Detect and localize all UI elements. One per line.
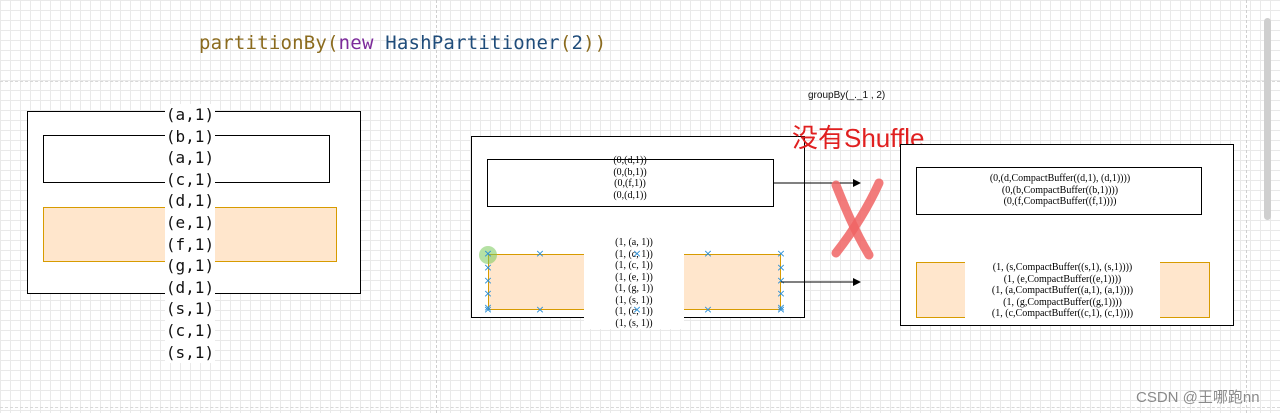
resize-handle[interactable]: × bbox=[483, 287, 493, 300]
grouped-partition-1-record: (1, (c,CompactBuffer((c,1), (c,1)))) bbox=[991, 308, 1134, 319]
source-record: (b,1) bbox=[164, 125, 216, 148]
source-record: (e,1) bbox=[164, 211, 216, 234]
title-class: HashPartitioner bbox=[373, 32, 560, 54]
partition-1-record: (1, (c, 1)) bbox=[615, 248, 653, 260]
scrollbar-thumb[interactable] bbox=[1264, 18, 1271, 220]
resize-handle[interactable]: × bbox=[483, 303, 493, 316]
source-record: (c,1) bbox=[164, 168, 216, 191]
guide-line-vertical bbox=[436, 0, 437, 413]
resize-handle[interactable]: × bbox=[776, 301, 786, 314]
source-record: (d,1) bbox=[164, 276, 216, 299]
partition-1-record: (1, (g, 1)) bbox=[614, 283, 654, 294]
resize-handle[interactable]: × bbox=[776, 261, 786, 274]
grouped-partition-0-records: (0,(d,CompactBuffer((d,1), (d,1))))(0,(b… bbox=[940, 173, 1180, 208]
title-paren: )) bbox=[583, 32, 607, 54]
grouped-partition-1-records: (1, (s,CompactBuffer((s,1), (s,1))))(1, … bbox=[965, 262, 1160, 320]
partition-0-record: (0,(d,1)) bbox=[613, 189, 647, 201]
guide-line-vertical bbox=[1246, 0, 1247, 413]
grouped-partition-1-record: (1, (e,CompactBuffer((e,1)))) bbox=[1003, 273, 1122, 285]
resize-handle[interactable]: × bbox=[632, 247, 642, 260]
resize-handle[interactable]: × bbox=[483, 301, 493, 314]
title-paren: ( bbox=[327, 32, 339, 54]
grouped-partition-0-record: (0,(f,CompactBuffer((f,1)))) bbox=[1003, 196, 1117, 207]
partition-1-record: (1, (c, 1)) bbox=[615, 260, 653, 271]
resize-handle[interactable]: × bbox=[776, 287, 786, 300]
resize-handle[interactable]: × bbox=[703, 247, 713, 260]
partition-1-record: (1, (c, 1)) bbox=[615, 306, 653, 317]
guide-line-horizontal bbox=[0, 407, 1280, 408]
resize-handle[interactable]: × bbox=[483, 261, 493, 274]
source-record: (g,1) bbox=[164, 255, 216, 277]
partition-1-record: (1, (a, 1)) bbox=[615, 237, 653, 248]
guide-line-horizontal bbox=[0, 81, 1280, 82]
resize-handle[interactable]: × bbox=[703, 303, 713, 316]
grouped-partition-0[interactable] bbox=[916, 167, 1202, 215]
partition-1-record: (1, (e, 1)) bbox=[615, 271, 653, 283]
title-function: partitionBy bbox=[199, 32, 328, 54]
partition-0-record: (0,(b,1)) bbox=[613, 166, 647, 178]
groupby-label: groupBy(_._1 , 2) bbox=[808, 90, 886, 101]
source-record: (d,1) bbox=[164, 190, 216, 212]
resize-handle[interactable]: × bbox=[632, 303, 642, 316]
partition-0-record: (0,(f,1)) bbox=[614, 178, 646, 189]
selection-anchor[interactable] bbox=[479, 246, 497, 264]
title-keyword: new bbox=[338, 32, 374, 54]
title-paren: ( bbox=[559, 32, 572, 54]
partition-1-record: (1, (s, 1)) bbox=[615, 294, 653, 306]
grouped-partition-0-record: (0,(b,CompactBuffer((b,1)))) bbox=[1001, 184, 1119, 196]
grouped-partition-1-record: (1, (s,CompactBuffer((s,1), (s,1)))) bbox=[992, 262, 1133, 273]
source-record: (a,1) bbox=[164, 147, 216, 169]
source-record: (f,1) bbox=[164, 233, 216, 256]
source-record: (c,1) bbox=[164, 319, 216, 342]
title-number: 2 bbox=[571, 32, 584, 54]
cross-icon bbox=[831, 178, 884, 260]
resize-handle[interactable]: × bbox=[483, 247, 493, 260]
partition-0-record: (0,(d,1)) bbox=[613, 155, 647, 166]
source-record-list: (a,1)(b,1)(a,1)(c,1)(d,1)(e,1)(f,1)(g,1)… bbox=[150, 104, 230, 364]
source-record: (s,1) bbox=[164, 298, 216, 320]
resize-handle[interactable]: × bbox=[776, 274, 786, 287]
resize-handle[interactable]: × bbox=[776, 247, 786, 260]
source-record: (s,1) bbox=[164, 341, 216, 364]
partition-0-box[interactable] bbox=[487, 159, 774, 207]
grouped-partition-1-record: (1, (g,CompactBuffer((g,1)))) bbox=[1003, 296, 1122, 308]
resize-handle[interactable]: × bbox=[776, 303, 786, 316]
partition-1-record: (1, (s, 1)) bbox=[615, 317, 653, 329]
partition-1-records: (1, (a, 1))(1, (c, 1))(1, (c, 1))(1, (e,… bbox=[584, 237, 684, 329]
partition-0-records: (0,(d,1))(0,(b,1))(0,(f,1))(0,(d,1)) bbox=[580, 155, 680, 201]
watermark: CSDN @王哪跑nn bbox=[1136, 389, 1260, 406]
arrows-layer bbox=[774, 179, 861, 286]
source-record: (a,1) bbox=[164, 104, 216, 126]
resize-handle[interactable]: × bbox=[535, 303, 545, 316]
resize-handle[interactable]: × bbox=[483, 274, 493, 287]
resize-handle[interactable]: × bbox=[535, 247, 545, 260]
grouped-partition-0-record: (0,(d,CompactBuffer((d,1), (d,1)))) bbox=[989, 173, 1131, 184]
grouped-partition-1-record: (1, (a,CompactBuffer((a,1), (a,1)))) bbox=[991, 285, 1134, 296]
partition-title[interactable]: partitionBy(new HashPartitioner(2)) bbox=[199, 32, 606, 54]
